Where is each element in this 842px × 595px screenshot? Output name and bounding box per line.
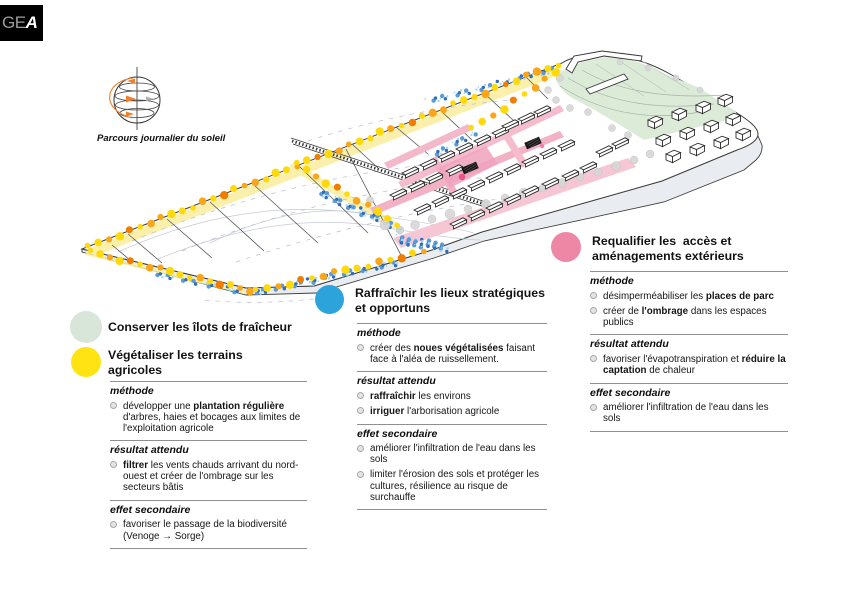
bullet-text: créer des noues végétalisées faisant fac…: [370, 342, 536, 365]
bullet-icon: [110, 461, 117, 469]
logo-text-a: A: [25, 13, 38, 32]
bullet-text: raffraîchir les environs: [370, 390, 471, 402]
legend-section: effet secondaire favoriser le passage de …: [110, 499, 307, 548]
bullet-icon: [357, 407, 364, 415]
bullet-item: filtrer les vents chauds arrivant du nor…: [110, 458, 307, 495]
bullet-item: raffraîchir les environs: [357, 389, 547, 404]
section-label: résultat attendu: [590, 338, 669, 351]
section-label: méthode: [110, 385, 154, 397]
legend-sections-refresh: méthode créer des noues végétalisées fais…: [357, 323, 547, 511]
bullet-item: créer de l'ombrage dans les espaces publ…: [590, 304, 788, 330]
legend-section: résultat attendu filtrer les vents chauds…: [110, 440, 307, 499]
section-label: méthode: [590, 275, 634, 287]
section-label: résultat attendu: [357, 375, 436, 388]
section-label: effet secondaire: [590, 386, 671, 399]
bullet-item: irriguer l'arborisation agricole: [357, 404, 547, 419]
legend-dot-cool-islands: [70, 311, 102, 343]
legend-section: effet secondaire améliorer l'infiltration…: [357, 423, 547, 510]
bullet-text: filtrer les vents chauds arrivant du nor…: [123, 459, 299, 494]
legend-section: méthode créer des noues végétalisées fais…: [357, 323, 547, 371]
bullet-text: améliorer l'infiltration de l'eau dans l…: [603, 402, 769, 425]
legend-sections-requalify: méthode désimperméabiliser les places de …: [590, 271, 788, 433]
bullet-icon: [357, 392, 364, 400]
sun-path-globe-icon: [109, 67, 161, 130]
legend-sections-vegetalize: méthode développer une plantation réguliè…: [110, 381, 307, 550]
bullet-text: désimperméabiliser les places de parc: [603, 290, 774, 302]
legend-section: résultat attendu raffraîchir les environs…: [357, 371, 547, 423]
planted-tree-rows: [84, 62, 562, 296]
bullet-icon: [590, 403, 597, 411]
bullet-icon: [590, 307, 597, 315]
legend-section: résultat attendu favoriser l'évapotranspi…: [590, 334, 788, 382]
bullet-icon: [357, 470, 364, 478]
legend-dot-refresh: [315, 285, 344, 314]
legend-title-vegetalize: Végétaliser les terrains agricoles: [108, 348, 243, 377]
legend-section: méthode développer une plantation réguliè…: [110, 381, 307, 440]
bullet-icon: [110, 520, 117, 528]
bullet-text: limiter l'érosion des sols et protéger l…: [370, 469, 540, 503]
bullet-icon: [357, 344, 364, 351]
legend-title-requalify: Requalifier les accès et aménagements ex…: [592, 234, 744, 263]
legend-section: effet secondaire améliorer l'infiltration…: [590, 382, 788, 431]
legend-dot-vegetalize: [71, 347, 101, 377]
bullet-item: améliorer l'infiltration de l'eau dans l…: [357, 442, 547, 468]
logo-text-ge: GE: [2, 13, 26, 32]
section-label: méthode: [357, 327, 401, 339]
section-label: résultat attendu: [110, 444, 189, 457]
bullet-icon: [590, 355, 597, 363]
section-label: effet secondaire: [357, 427, 438, 440]
legend-section: méthode désimperméabiliser les places de …: [590, 271, 788, 334]
long-buildings: [565, 50, 643, 95]
sun-path-caption: Parcours journalier du soleil: [97, 133, 226, 144]
legend-dot-requalify: [551, 232, 581, 262]
bullet-item: créer des noues végétalisées faisant fac…: [357, 341, 547, 367]
bullet-item: favoriser l'évapotranspiration et réduir…: [590, 352, 788, 378]
bullet-icon: [357, 444, 364, 452]
bullet-text: irriguer l'arborisation agricole: [370, 405, 500, 417]
bullet-item: améliorer l'infiltration de l'eau dans l…: [590, 401, 788, 427]
bullet-text: développer une plantation régulière d'ar…: [123, 400, 301, 434]
legend-title-cool-islands: Conserver les îlots de fraîcheur: [108, 320, 292, 334]
bullet-text: créer de l'ombrage dans les espaces publ…: [603, 305, 767, 328]
parcel-lines: [111, 76, 549, 264]
bullet-item: favoriser le passage de la biodiversité …: [110, 518, 307, 544]
legend-title-refresh: Raffraîchir les lieux stratégiques et op…: [355, 286, 545, 315]
bullet-icon: [110, 402, 117, 409]
section-label: effet secondaire: [110, 503, 191, 516]
bullet-text: favoriser l'évapotranspiration et réduir…: [603, 353, 786, 377]
bullet-text: améliorer l'infiltration de l'eau dans l…: [370, 443, 536, 466]
bullet-item: désimperméabiliser les places de parc: [590, 289, 788, 304]
bullet-icon: [590, 292, 597, 299]
bullet-item: développer une plantation régulière d'ar…: [110, 399, 307, 436]
bullet-item: limiter l'érosion des sols et protéger l…: [357, 468, 547, 505]
bullet-text: favoriser le passage de la biodiversité …: [123, 519, 287, 542]
